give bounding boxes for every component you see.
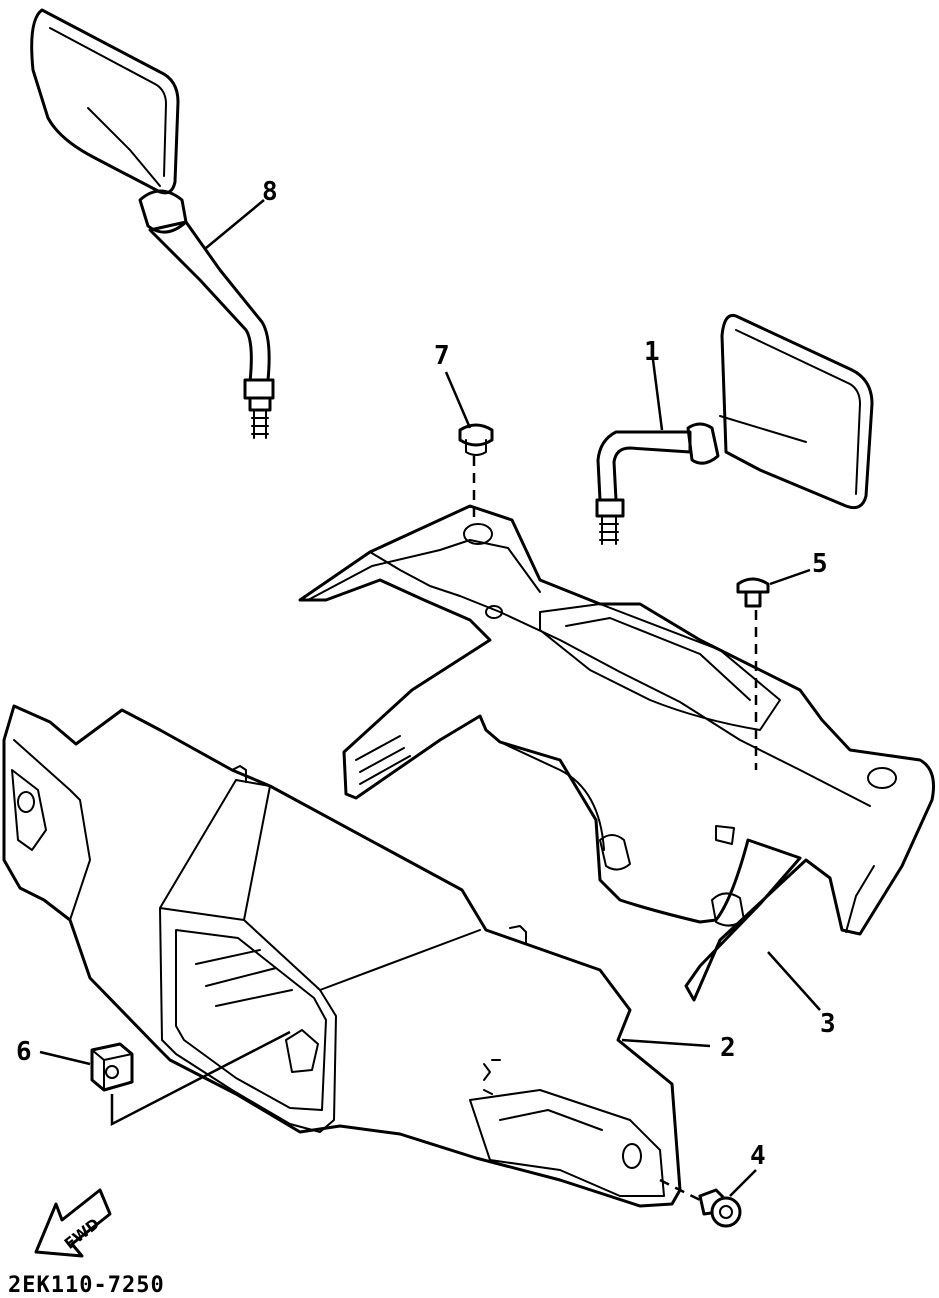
diagram-code: 2EK110-7250 xyxy=(8,1273,165,1298)
screw-part-4 xyxy=(698,1188,742,1228)
callout-labels: 1 2 3 4 5 6 7 8 xyxy=(16,177,836,1171)
nut-part-6 xyxy=(90,1042,134,1092)
callout-8: 8 xyxy=(262,177,278,207)
front-cover xyxy=(2,704,682,1208)
left-mirror xyxy=(30,8,275,439)
leader-lines xyxy=(39,199,821,1202)
callout-2: 2 xyxy=(720,1033,736,1063)
cap-part xyxy=(458,423,494,456)
callout-6: 6 xyxy=(16,1037,32,1067)
screw-part-5 xyxy=(736,577,770,608)
fwd-direction-arrow: FWD xyxy=(34,1188,112,1258)
callout-3: 3 xyxy=(820,1009,836,1039)
callout-4: 4 xyxy=(750,1141,766,1171)
callout-1: 1 xyxy=(644,337,660,367)
callout-5: 5 xyxy=(812,549,828,579)
handlebar-cover xyxy=(298,504,935,1002)
right-mirror xyxy=(595,313,874,545)
callout-7: 7 xyxy=(434,341,450,371)
